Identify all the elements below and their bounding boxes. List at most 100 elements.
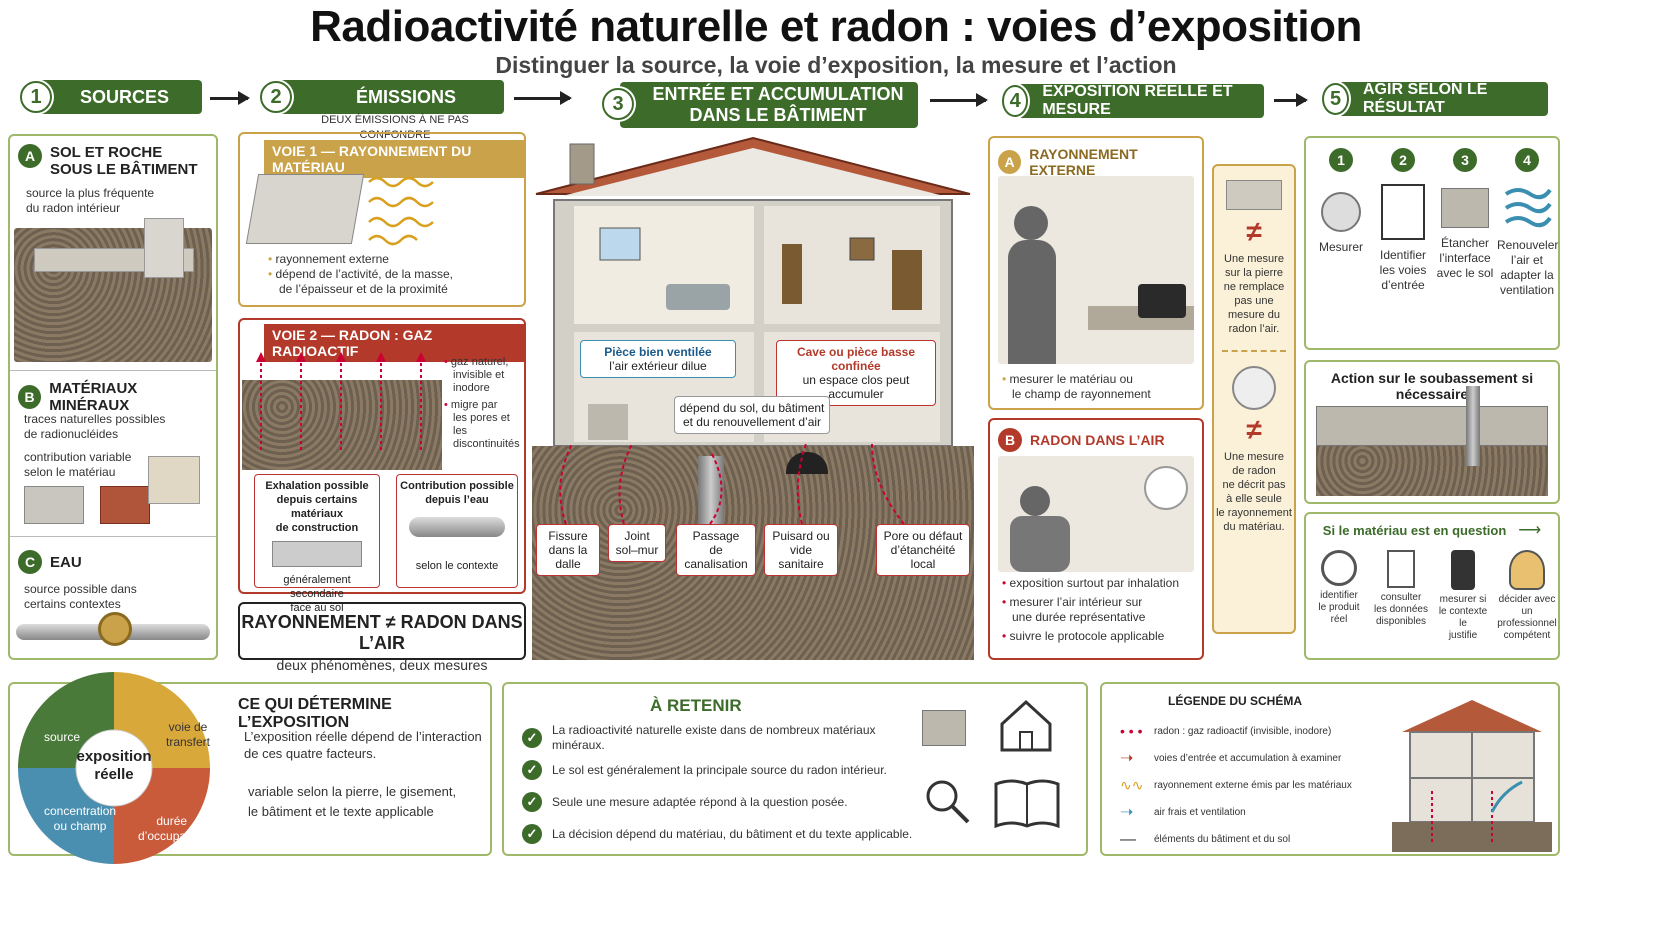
exposure-b-b2b: une durée représentative — [1012, 610, 1146, 624]
box1-l2: depuis certains matériaux — [276, 494, 358, 520]
source-b-line-4: selon le matériau — [24, 465, 116, 479]
soubassement-title: Action sur le soubassement si nécessaire — [1330, 370, 1534, 402]
neq1-l5: mesure du — [1228, 309, 1280, 321]
voie2-b1: gaz naturel, — [450, 356, 509, 368]
exposure-b-b1: • exposition surtout par inhalation — [1002, 576, 1179, 590]
exposure-b-b3-text: suivre le protocole applicable — [1009, 629, 1165, 643]
neq1-l4: pas une — [1234, 295, 1274, 307]
divider — [1222, 350, 1286, 352]
voie1-bullet-1: • rayonnement externe — [268, 252, 389, 266]
determine-text-2: variable selon la pierre, le gisement,le… — [248, 782, 456, 822]
exposure-b-badge: B — [998, 428, 1022, 452]
retenir-item-text: Le sol est généralement la principale so… — [552, 762, 887, 777]
action-l1: Étancher — [1440, 236, 1490, 250]
summary-title: RAYONNEMENT ≠ RADON DANS L’AIR — [241, 612, 523, 653]
voie2-b2: migre par — [450, 399, 498, 411]
voie1-bullet-2-text: dépend de l’activité, de la masse, — [275, 267, 453, 281]
not-equal-symbol: ≠ — [1246, 216, 1262, 247]
stone-sample-icon — [1226, 180, 1282, 210]
step-1: 1 SOURCES — [20, 80, 202, 114]
factor-conc-l2: ou champ — [53, 819, 107, 833]
neq2-l5: le rayonnement — [1216, 507, 1292, 519]
soil-illustration — [14, 218, 212, 362]
voie1-bullets: • rayonnement externe • dépend de l’acti… — [268, 252, 453, 297]
material-question-title: Si le matériau est en question — [1322, 522, 1507, 538]
factor-dur-l2: d’occupation — [138, 829, 206, 843]
action-l1: Mesurer — [1318, 240, 1363, 254]
action-num: 2 — [1391, 148, 1415, 172]
step-label: ENTRÉE ET ACCUMULATION — [652, 84, 904, 104]
flow-arrow — [210, 91, 250, 105]
retenir-item-text: La décision dépend du matériau, du bâtim… — [552, 826, 913, 841]
action-l3: adapter la — [1500, 268, 1554, 282]
legend-house-diagram — [1392, 700, 1552, 852]
mat-l1: identifier — [1320, 590, 1358, 601]
blue-arrow-icon: ➝ — [1120, 804, 1134, 821]
check-icon: ✓ — [522, 792, 542, 812]
water-meter-icon — [98, 612, 132, 646]
step-label: EXPOSITION RÉELLE ET MESURE — [1042, 83, 1233, 118]
stones-icon — [922, 710, 966, 746]
room2-title: Cave ou pièce basse confinée — [796, 345, 916, 373]
legend-air: ➝ air frais et ventilation — [1120, 799, 1360, 826]
slab-shape — [1316, 406, 1548, 446]
step-3: 3 ENTRÉE ET ACCUMULATION DANS LE BÂTIMEN… — [602, 82, 918, 128]
meter-icon — [1451, 550, 1475, 590]
entry-l1: Pore ou défaut — [883, 529, 963, 543]
action-l1: Renouveler — [1497, 238, 1559, 252]
mat-l2: les données — [1374, 604, 1428, 615]
flow-arrow — [930, 93, 988, 107]
mat-l3: disponibles — [1375, 616, 1427, 627]
entry-l2: dans la dalle — [548, 543, 588, 571]
person-body-shape — [1008, 240, 1056, 364]
neq2-l2: de radon — [1232, 465, 1276, 477]
wave-icon: ∿∿ — [1120, 777, 1144, 793]
summary-sub: deux phénomènes, deux mesures — [276, 657, 488, 673]
flow-arrow — [514, 91, 572, 105]
room1-sub: l’air extérieur dilue — [609, 359, 707, 373]
check-icon: ✓ — [522, 824, 542, 844]
wall-shape — [144, 218, 184, 278]
voie2-b2b: les pores et les — [453, 412, 510, 437]
pipe-shape — [1466, 386, 1480, 466]
legend-text: air frais et ventilation — [1154, 807, 1246, 818]
voie1-bullet-2: • dépend de l’activité, de la masse, — [268, 267, 453, 281]
action-l2: les voies — [1379, 263, 1427, 277]
step-label: SOURCES — [80, 86, 170, 107]
entry-l1: Puisard ou — [772, 529, 830, 543]
retenir-item: ✓Le sol est généralement la principale s… — [522, 754, 922, 786]
ventilation-icon — [1504, 188, 1552, 228]
external-radiation-panel: A RAYONNEMENT EXTERNE • mesurer le matér… — [988, 136, 1204, 410]
box1-foot-2: face au sol — [290, 602, 344, 614]
factor-dur-l1: durée — [156, 814, 188, 828]
center-l1: dépend du sol, du bâtiment — [679, 401, 825, 415]
box1-l1: Exhalation possible — [265, 480, 369, 492]
detector-icon — [1321, 192, 1361, 232]
voie2-bullets: • gaz naturel, invisible et inodore • mi… — [444, 356, 524, 451]
retenir-item-text: La radioactivité naturelle existe dans d… — [552, 723, 876, 752]
house-illustration: Pièce bien ventilée l’air extérieur dilu… — [532, 134, 974, 660]
voie2-b1b: invisible et — [453, 369, 505, 381]
exposure-b-b2-text: mesurer l’air intérieur sur — [1009, 595, 1143, 609]
neq2-l6: du matériau. — [1223, 521, 1285, 533]
living-room-illustration — [998, 456, 1194, 572]
exposure-b-title: RADON DANS L’AIR — [1030, 432, 1165, 448]
voie1-tag: VOIE 1 — RAYONNEMENT DU MATÉRIAU — [264, 140, 524, 178]
factor-source: source — [44, 730, 81, 744]
legend-entry: ➝voies d’entrée et accumulation à examin… — [1120, 745, 1360, 772]
entry-l2: d’étanchéité local — [890, 543, 956, 571]
voie2-bullet-2: • migre par — [444, 399, 498, 411]
soubassement-panel: Action sur le soubassement si nécessaire — [1304, 360, 1560, 504]
magnifier-icon — [1321, 550, 1357, 586]
source-a-line-2: du radon intérieur — [26, 201, 121, 215]
source-b-line-3: contribution variable — [24, 450, 132, 464]
